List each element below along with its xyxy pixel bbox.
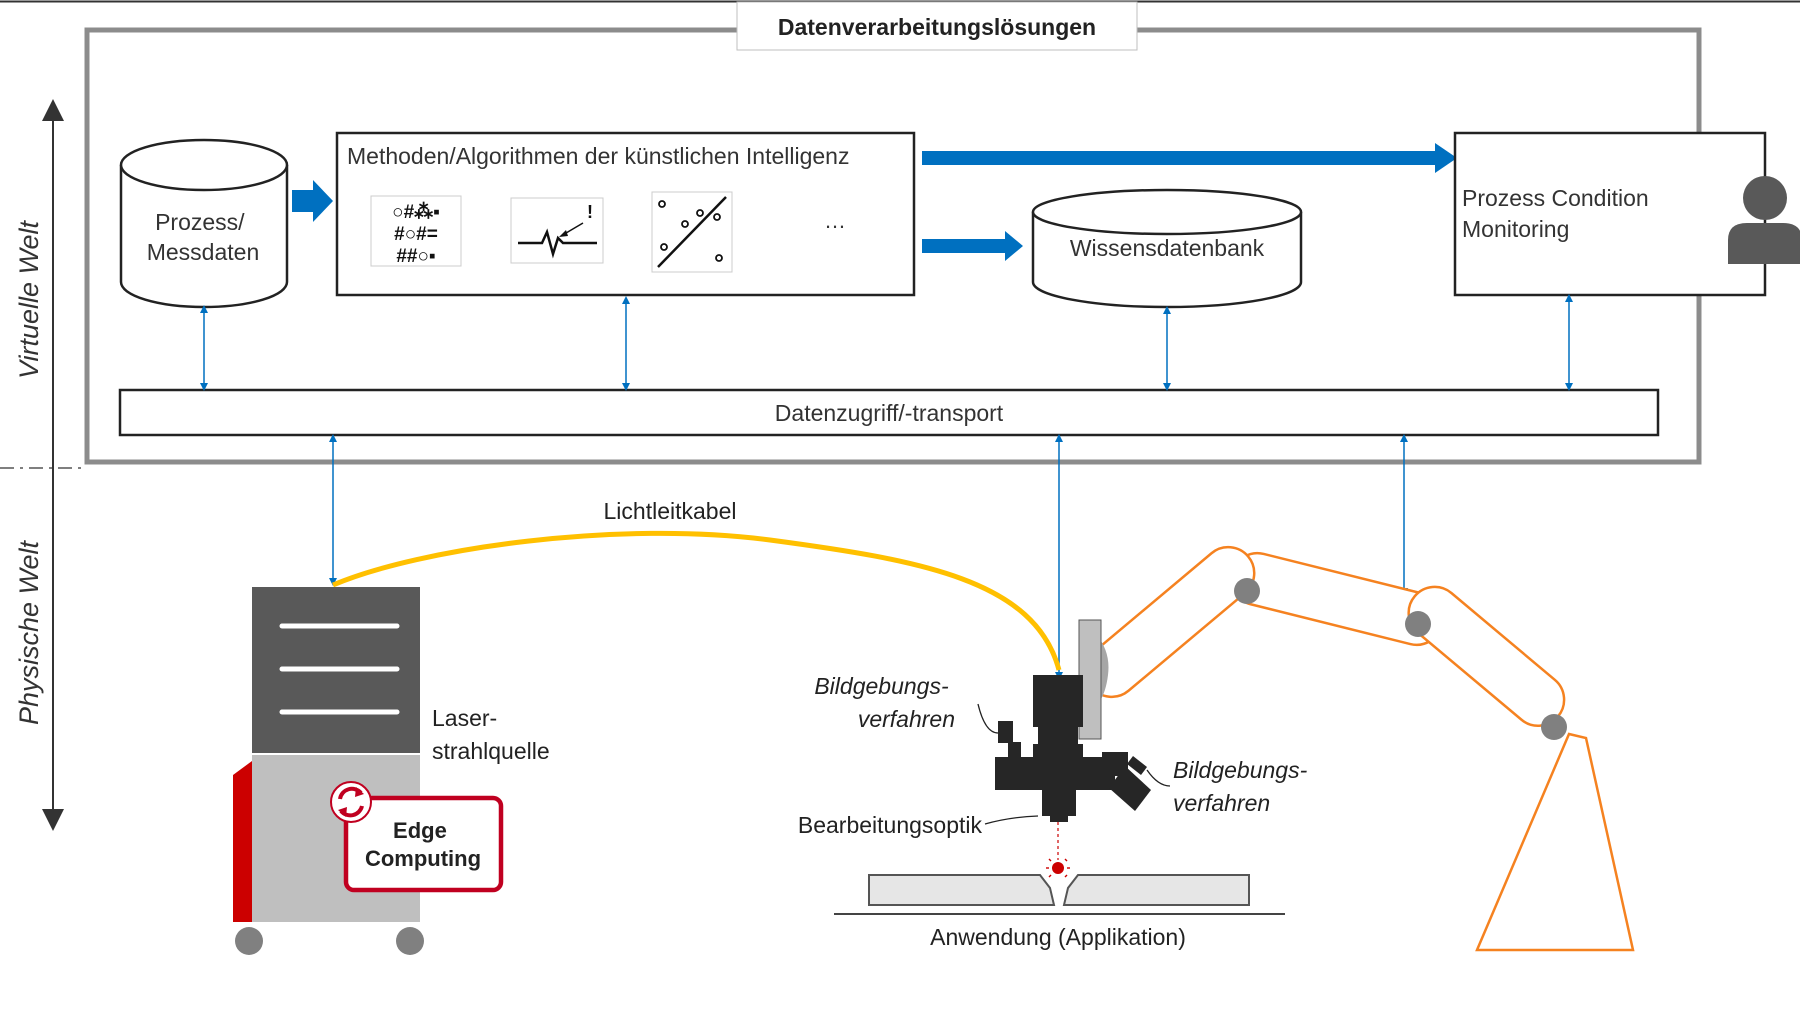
laser-source-label: Laser- strahlquelle (432, 705, 550, 764)
imaging-left-label: Bildgebungs- verfahren (814, 673, 955, 732)
processing-head (995, 619, 1151, 822)
anomaly-detection-icon: ! (510, 197, 604, 264)
monitoring-line-1: Prozess Condition (1462, 185, 1649, 211)
laser-source-line-1: Laser- (432, 705, 497, 731)
ai-methods-label: Methoden/Algorithmen der künstlichen Int… (347, 143, 849, 169)
leader-imaging-right (1146, 769, 1171, 787)
edge-computing-line-2: Computing (365, 846, 481, 871)
svg-text:!: ! (587, 202, 593, 222)
frame-title: Datenverarbeitungslösungen (778, 14, 1096, 40)
physical-world-label: Physische Welt (14, 539, 44, 725)
imaging-left-line-2: verfahren (858, 706, 955, 732)
imaging-right-label: Bildgebungs- verfahren (1173, 757, 1314, 816)
pattern-recognition-icon: ○#⁂▪ #○#= ##○▪ (370, 195, 462, 267)
regression-icon (651, 191, 733, 273)
arrow-to-monitoring (922, 143, 1457, 173)
title-box (736, 1, 1138, 51)
laser-source (233, 587, 424, 955)
user-icon (1728, 176, 1800, 264)
process-data-label: Prozess/ Messdaten (147, 209, 260, 265)
process-data-line-1: Prozess/ (155, 209, 245, 235)
edge-computing-box (343, 795, 504, 893)
data-access-label: Datenzugriff/-transport (775, 400, 1004, 426)
ai-methods-ellipsis: … (824, 208, 846, 233)
monitoring-line-2: Monitoring (1462, 216, 1569, 242)
process-data-line-2: Messdaten (147, 239, 260, 265)
application-label: Anwendung (Applikation) (930, 924, 1186, 950)
edge-computing-label: Edge Computing (365, 818, 481, 871)
virtual-world-label: Virtuelle Welt (14, 219, 44, 379)
leader-imaging-left (977, 703, 999, 734)
arrow-to-ai (292, 180, 333, 222)
refresh-icon (330, 781, 372, 823)
knowledge-db-cylinder (1031, 188, 1303, 309)
process-data-cylinder (119, 138, 289, 309)
imaging-right-line-2: verfahren (1173, 790, 1270, 816)
laser-beam (1046, 822, 1070, 878)
fiber-label: Lichtleitkabel (604, 498, 737, 524)
robot-joint-1 (1234, 578, 1260, 604)
edge-computing-line-1: Edge (393, 818, 447, 843)
leader-optics (984, 815, 1039, 825)
imaging-right-line-1: Bildgebungs- (1173, 757, 1308, 783)
svg-text:##○▪: ##○▪ (396, 246, 435, 267)
laser-source-line-2: strahlquelle (432, 738, 550, 764)
arrow-to-knowledge-db (922, 231, 1023, 261)
knowledge-db-label: Wissensdatenbank (1070, 235, 1265, 261)
fiber-cable (332, 530, 1062, 671)
monitoring-box (1453, 131, 1767, 297)
robot-joint-2 (1405, 611, 1431, 637)
optics-label: Bearbeitungsoptik (798, 812, 983, 838)
workpiece (834, 874, 1285, 915)
robot-joint-3 (1541, 714, 1567, 740)
svg-text:#○#=: #○#= (394, 224, 438, 245)
imaging-left-line-1: Bildgebungs- (814, 673, 949, 699)
monitoring-label: Prozess Condition Monitoring (1462, 185, 1655, 242)
svg-text:○#⁂▪: ○#⁂▪ (392, 202, 440, 223)
data-access-bar (118, 388, 1660, 437)
robot-arm (1084, 545, 1635, 952)
